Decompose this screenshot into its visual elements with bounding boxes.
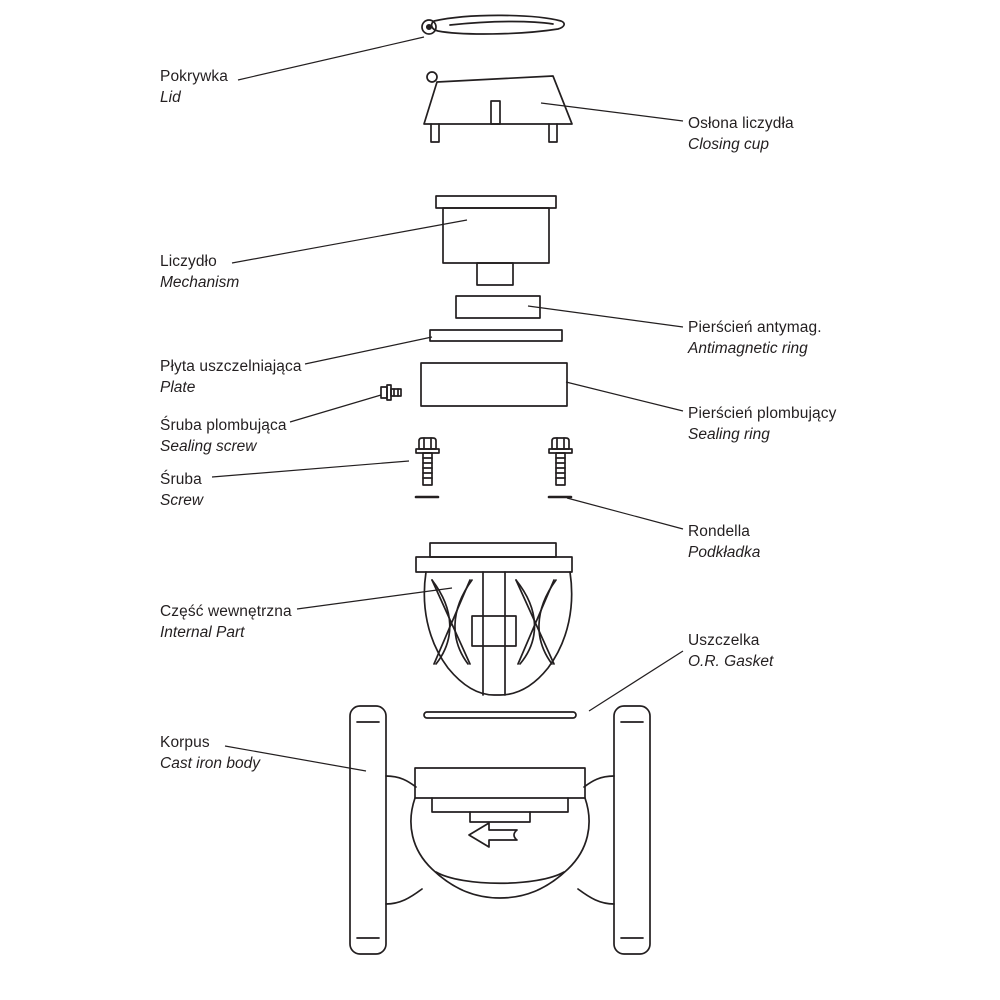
leader-body [224,745,367,772]
label-internal-part-pl: Część wewnętrzna [160,603,292,620]
label-washer-pl: Rondella [688,523,750,540]
label-washer: Rondella Podkładka [688,521,760,563]
label-screw-en: Screw [160,492,204,509]
leader-internal-part [296,587,453,610]
label-mechanism-pl: Liczydło [160,253,217,270]
leader-antimagnetic-ring [527,305,684,328]
label-gasket-en: O.R. Gasket [688,653,774,670]
leader-lid [237,36,425,81]
label-mechanism-en: Mechanism [160,274,240,291]
label-washer-en: Podkładka [688,544,761,561]
leader-screw [211,460,410,478]
label-screw-pl: Śruba [160,471,202,488]
label-closing-cup: Osłona liczydła Closing cup [688,113,794,155]
label-sealing-ring: Pierścień plombujący Sealing ring [688,403,836,445]
label-lid-pl: Pokrywka [160,68,228,85]
leader-gasket [588,650,684,712]
leader-lines [211,36,684,772]
leader-plate [304,336,433,365]
internal-part-drawing [415,542,573,696]
label-sealing-ring-en: Sealing ring [688,426,770,443]
leader-sealing-ring [565,381,684,412]
label-plate-pl: Płyta uszczelniająca [160,358,302,375]
body-drawing [349,705,651,955]
label-sealing-screw-en: Sealing screw [160,438,257,455]
label-screw: Śruba Screw [160,469,203,511]
label-internal-part-en: Internal Part [160,624,245,641]
antimagnetic-ring-drawing [455,295,541,319]
label-closing-cup-pl: Osłona liczydła [688,115,794,132]
screws-drawing [415,437,573,486]
label-gasket-pl: Uszczelka [688,632,760,649]
label-plate: Płyta uszczelniająca Plate [160,356,302,398]
label-lid: Pokrywka Lid [160,66,228,108]
plate-drawing [429,329,563,342]
label-antimagnetic-ring: Pierścień antymag. Antimagnetic ring [688,317,822,359]
label-sealing-ring-pl: Pierścień plombujący [688,405,837,422]
label-plate-en: Plate [160,379,196,396]
label-body-en: Cast iron body [160,755,260,772]
mechanism-drawing [435,195,557,286]
leader-sealing-screw [289,394,382,423]
sealing-screw-drawing [380,384,402,401]
label-body-pl: Korpus [160,734,210,751]
label-sealing-screw: Śruba plombująca Sealing screw [160,415,287,457]
label-closing-cup-en: Closing cup [688,136,769,153]
lid-drawing [421,14,565,35]
label-internal-part: Część wewnętrzna Internal Part [160,601,292,643]
leader-mechanism [231,219,468,264]
leader-closing-cup [540,102,684,122]
label-body: Korpus Cast iron body [160,732,260,774]
label-gasket: Uszczelka O.R. Gasket [688,630,773,672]
label-sealing-screw-pl: Śruba plombująca [160,417,287,434]
label-lid-en: Lid [160,89,181,106]
label-antimagnetic-ring-pl: Pierścień antymag. [688,319,822,336]
gasket-drawing [423,711,577,719]
sealing-ring-drawing [420,362,568,407]
flow-arrow-icon [468,822,518,848]
label-mechanism: Liczydło Mechanism [160,251,239,293]
label-antimagnetic-ring-en: Antimagnetic ring [688,340,808,357]
leader-washer [566,497,684,530]
closing-cup-drawing [423,71,573,143]
